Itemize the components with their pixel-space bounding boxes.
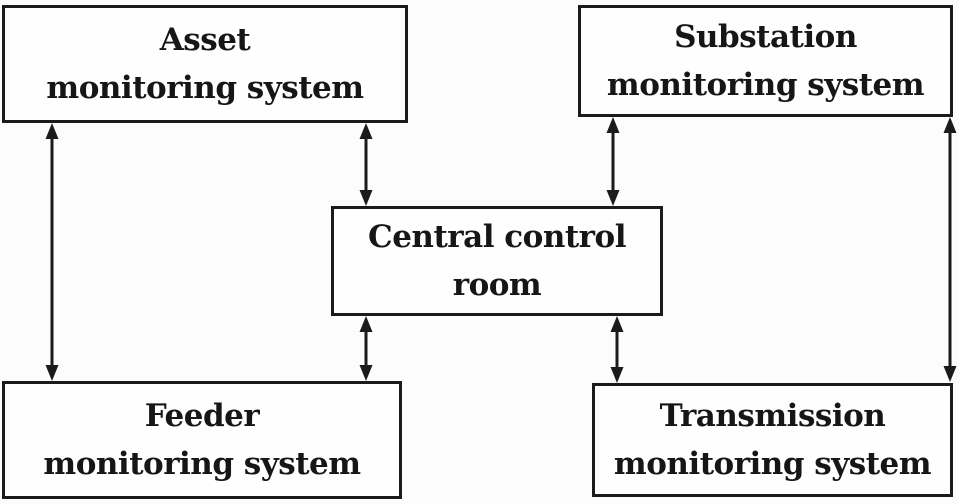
node-transmission-monitoring-system: Transmission monitoring system (592, 383, 953, 497)
arrow-asset-feeder-bidirectional (45, 123, 59, 381)
node-substation-monitoring-system: Substation monitoring system (578, 5, 953, 117)
arrow-central-feeder-bidirectional (359, 316, 373, 381)
arrow-substation-central-bidirectional (606, 117, 620, 206)
arrow-substation-transmission-bidirectional (943, 117, 957, 382)
node-asset-monitoring-system: Asset monitoring system (2, 5, 408, 123)
arrow-central-transmission-bidirectional (610, 316, 624, 383)
node-feeder-monitoring-system: Feeder monitoring system (2, 381, 402, 499)
arrow-asset-central-bidirectional (359, 123, 373, 206)
node-central-control-room: Central control room (331, 206, 663, 316)
